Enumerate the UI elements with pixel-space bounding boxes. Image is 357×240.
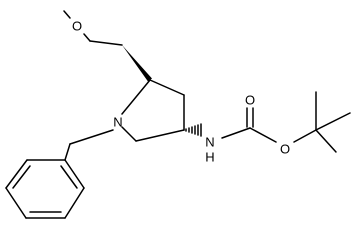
ester-oxygen-label: O — [280, 142, 290, 157]
bond-methyl-o — [63, 10, 71, 19]
amide-hydrogen-label: H — [205, 150, 214, 165]
bond-nh-carbonyl — [221, 127, 251, 139]
bond-n1-c2 — [121, 79, 151, 115]
bond-tbu-down — [315, 129, 337, 153]
bond-o-tbu — [293, 129, 317, 143]
methoxy-oxygen-label: O — [72, 19, 82, 34]
bond-o-ch2 — [83, 33, 91, 42]
amide-nitrogen-label: N — [205, 135, 214, 150]
bond-c5-n1 — [121, 126, 137, 142]
bond-c2-c3 — [149, 79, 185, 96]
benzene-ring — [5, 159, 85, 219]
bond-c4-c5 — [135, 129, 185, 142]
bond-n-benzyl-ch2 — [69, 129, 114, 145]
chemical-structure-drawing: O N N H O O — [5, 10, 351, 219]
bond-carbonyl-o-ester — [249, 127, 277, 143]
bond-tbu-right — [315, 112, 351, 131]
ring-nitrogen-label: N — [113, 115, 122, 130]
carbonyl-oxygen-label: O — [245, 93, 255, 108]
bond-ch2-phenyl — [64, 143, 71, 161]
hashed-wedge-bond-c4 — [185, 123, 202, 137]
wedge-bond-c2 — [122, 45, 152, 82]
bond-ch2-ch2 — [89, 40, 123, 46]
